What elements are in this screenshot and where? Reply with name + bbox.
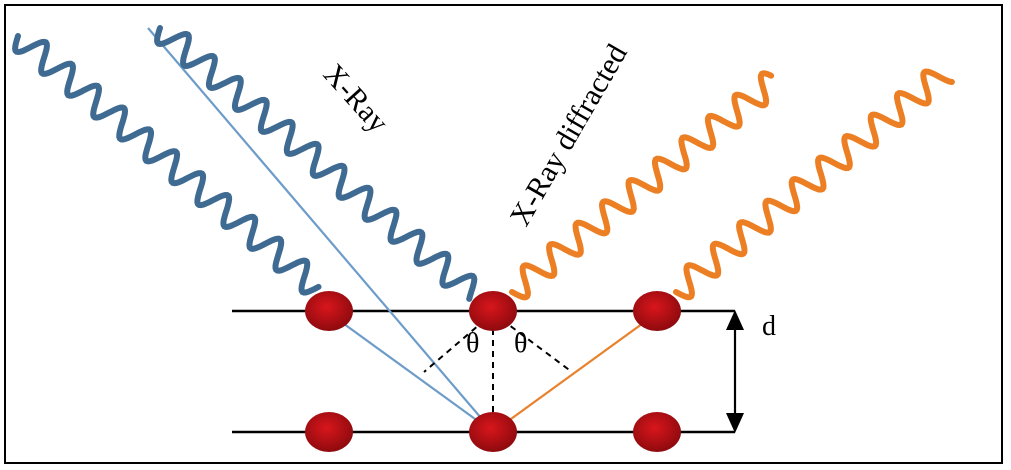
spacing-label: d: [762, 311, 776, 342]
atoms-bottom-row: [305, 412, 681, 452]
atom: [469, 412, 517, 452]
atom: [633, 412, 681, 452]
atom: [469, 291, 517, 331]
atom: [305, 291, 353, 331]
theta-left-label: θ: [466, 328, 479, 359]
diffracted-wave-1: [509, 70, 775, 301]
incident-ray-line: [147, 27, 494, 433]
diffracted-wave-2: [673, 68, 955, 301]
diffracted-ray-line: [492, 312, 658, 433]
atom: [305, 412, 353, 452]
spacing-arrow: [726, 310, 744, 433]
incident-ray-lower-segment: [328, 312, 494, 433]
wave-group: [12, 25, 955, 302]
incident-wave-2: [154, 25, 478, 302]
incident-wave-1: [12, 33, 322, 296]
diagram-frame: [4, 4, 1003, 464]
incident-label: X-Ray: [317, 58, 395, 140]
theta-right-label: θ: [514, 328, 527, 359]
atom: [633, 291, 681, 331]
atoms-top-row: [305, 291, 681, 331]
